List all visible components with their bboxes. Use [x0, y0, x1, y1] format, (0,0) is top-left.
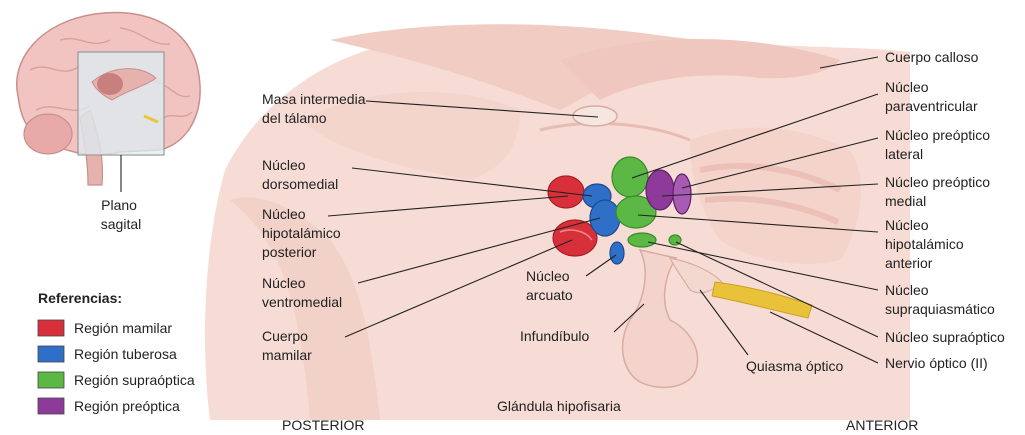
legend-label: Región preóptica — [74, 398, 180, 414]
legend-item: Región mamilar — [38, 320, 172, 336]
label-supraoptico: Núcleo supraóptico — [885, 329, 1005, 345]
label-glandula: Glándula hipofisaria — [497, 398, 621, 414]
legend-swatch — [38, 398, 64, 414]
inset-label: Plano sagital — [101, 197, 141, 232]
legend-swatch — [38, 320, 64, 336]
nucleus-ventromedial-shape — [590, 200, 620, 236]
nucleus-paraventricular-shape — [612, 157, 648, 197]
legend-label: Región supraóptica — [74, 372, 195, 388]
inset-brain: Plano sagital — [17, 12, 200, 232]
nucleus-supraquiasmatico-shape — [628, 233, 656, 247]
legend-swatch — [38, 372, 64, 388]
legend-swatch — [38, 346, 64, 362]
legend-label: Región mamilar — [74, 320, 172, 336]
label-cuerpo-calloso: Cuerpo calloso — [885, 49, 979, 65]
label-infundibulo: Infundíbulo — [520, 328, 589, 344]
label-nervio-optico: Nervio óptico (II) — [885, 355, 988, 371]
legend-label: Región tuberosa — [74, 346, 177, 362]
label-quiasma: Quiasma óptico — [746, 358, 843, 374]
label-hipotalamico-anterior: Núcleo hipotalámico anterior — [885, 217, 968, 271]
nucleus-preoptico-medial-shape — [646, 170, 674, 210]
label-posterior: POSTERIOR — [282, 417, 364, 433]
legend-title: Referencias: — [38, 290, 122, 306]
inset-selection-box — [78, 52, 164, 155]
nucleus-arcuato-shape — [610, 242, 624, 264]
legend-item: Región preóptica — [38, 398, 180, 414]
legend-item: Región supraóptica — [38, 372, 195, 388]
label-anterior: ANTERIOR — [846, 417, 918, 433]
legend-item: Región tuberosa — [38, 346, 177, 362]
